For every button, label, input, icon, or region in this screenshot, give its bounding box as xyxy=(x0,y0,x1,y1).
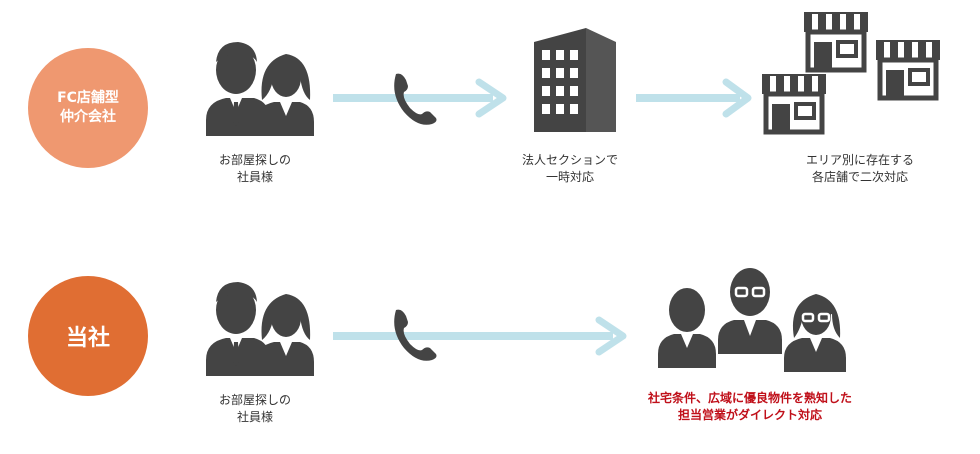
phone-icon xyxy=(394,73,437,125)
arrow-3 xyxy=(333,316,627,356)
own-label: 当社 xyxy=(65,326,110,351)
direct-sales-label: 社宅条件、広域に優良物件を熟知した担当営業がダイレクト対応 xyxy=(647,391,852,422)
store-label: エリア別に存在する各店舗で二次対応 xyxy=(805,153,914,184)
phone-icon xyxy=(394,309,437,361)
three-staff-icon xyxy=(658,268,846,372)
two-employees-icon xyxy=(206,42,314,136)
own-company-circle: 当社 xyxy=(28,276,148,396)
arrow-2 xyxy=(636,78,752,118)
store-icons xyxy=(760,10,942,136)
fc-label-line2: 仲介会社 xyxy=(60,109,116,125)
employee-label-2: お部屋探しの社員様 xyxy=(218,393,291,424)
fc-company-circle: FC店舗型 仲介会社 xyxy=(28,48,148,168)
corporate-section-label: 法人セクションで一時対応 xyxy=(521,153,618,184)
fc-label-line1: FC店舗型 xyxy=(57,90,119,106)
office-building-icon xyxy=(534,28,616,132)
two-employees-icon xyxy=(206,282,314,376)
employee-label-1: お部屋探しの社員様 xyxy=(218,153,291,184)
arrow-1 xyxy=(333,78,507,118)
